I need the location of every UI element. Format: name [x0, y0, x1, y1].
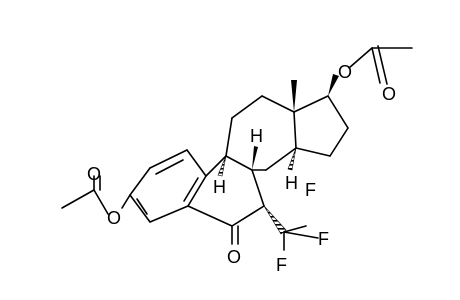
- bond: [231, 205, 265, 227]
- bond: [293, 111, 297, 149]
- bond: [149, 205, 189, 223]
- h-c9-hash: [217, 155, 227, 177]
- atom-o-carbonyl-top: O: [382, 84, 396, 104]
- double-bond: [136, 198, 148, 215]
- bond: [295, 147, 331, 157]
- bond: [187, 205, 233, 227]
- bond: [293, 95, 329, 113]
- atom-h-c8: H: [250, 126, 263, 146]
- acetate-wedge: [328, 74, 339, 96]
- atom-o-carbonyl-left: O: [87, 164, 101, 184]
- double-bond: [183, 177, 199, 202]
- bond: [187, 175, 207, 207]
- h-c14-hash: [287, 147, 297, 171]
- bond: [283, 225, 307, 233]
- bond: [265, 147, 297, 171]
- atom-o-ester-top: O: [338, 62, 352, 82]
- ring-d: [293, 95, 349, 157]
- bond: [283, 231, 319, 239]
- atom-h-c9: H: [213, 177, 226, 197]
- bond: [225, 117, 233, 157]
- cf3-hash: [263, 205, 287, 235]
- atom-f1: F: [305, 180, 316, 200]
- bond: [231, 95, 263, 119]
- ring-c: [225, 95, 297, 171]
- ring-a-aromatic: [129, 149, 207, 223]
- bond: [149, 149, 188, 169]
- atom-h-c14: H: [285, 173, 298, 193]
- bond: [61, 189, 95, 209]
- ring-b: [187, 155, 265, 227]
- atom-o-ketone: O: [227, 247, 241, 267]
- atom-f3: F: [276, 255, 287, 275]
- atom-o-ester-left: O: [107, 208, 121, 228]
- bond: [251, 169, 265, 207]
- bond: [225, 155, 253, 171]
- bond: [371, 47, 381, 84]
- atom-f2: F: [318, 229, 329, 249]
- bond: [205, 155, 227, 177]
- bond: [348, 47, 373, 69]
- bond: [93, 189, 109, 215]
- h-c8-wedge: [252, 146, 258, 170]
- bond: [261, 95, 295, 113]
- bond: [129, 194, 151, 223]
- bond: [329, 127, 349, 157]
- double-bond: [377, 45, 388, 85]
- methyl-wedge: [291, 80, 297, 112]
- double-bond: [155, 159, 184, 175]
- bond: [121, 194, 131, 209]
- bond: [129, 167, 151, 196]
- bond: [327, 95, 349, 129]
- bond: [186, 149, 207, 177]
